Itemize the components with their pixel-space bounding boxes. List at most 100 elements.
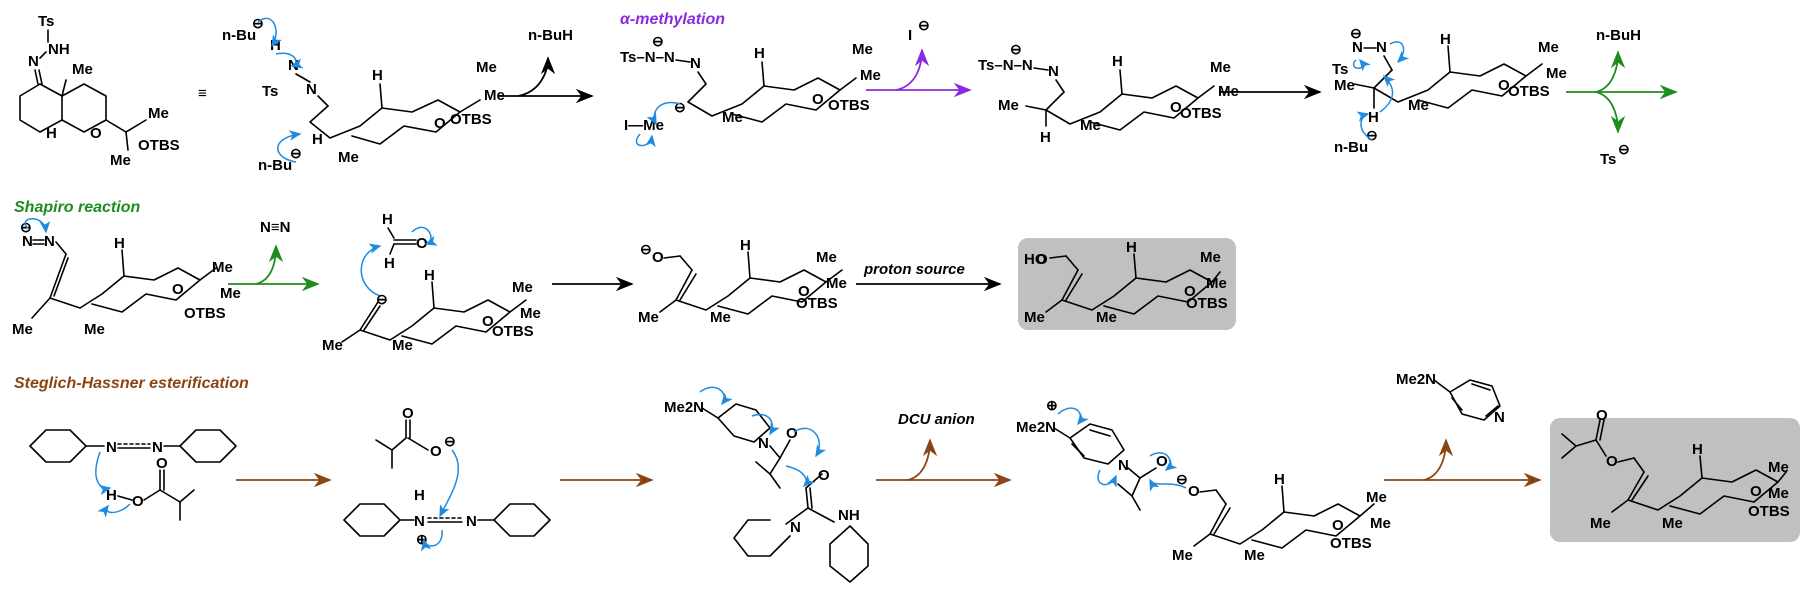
structure-vinyl-anion-formaldehyde: H O H ⊖ Me H O Me Me Me OTBS [322, 211, 541, 354]
o-label: O [818, 467, 830, 484]
o-label: O [482, 313, 494, 330]
me-label: Me [338, 149, 359, 166]
me-label: Me [212, 259, 233, 276]
me-label: Me [512, 279, 533, 296]
otbs-label: OTBS [184, 305, 226, 322]
me-label: Me [476, 59, 497, 76]
me-label: Me [826, 275, 847, 292]
o-label: O [90, 125, 102, 142]
me-label: Me [1768, 485, 1789, 502]
o-label: O [1170, 99, 1182, 116]
o-label: O [786, 425, 798, 442]
nbu-label: n-Bu [222, 27, 256, 44]
n-label: N [1048, 63, 1059, 80]
structure-tosylhydrazone: Ts NH N Me O H Me Me OTBS [19, 13, 180, 169]
structure-alkoxide: ⊖ O Me H O Me Me Me OTBS [638, 237, 847, 326]
o-label: O [812, 91, 824, 108]
svg-text:⊕: ⊕ [1046, 397, 1058, 413]
h-label: H [46, 125, 57, 142]
me-label: Me [1172, 547, 1193, 564]
me-label: Me [1370, 515, 1391, 532]
o-label: O [172, 281, 184, 298]
me-label: Me [72, 61, 93, 78]
o-label: O [156, 455, 168, 472]
me-label: Me [322, 337, 343, 354]
i-me-label: I—Me [624, 117, 664, 134]
svg-text:⊖: ⊖ [1618, 141, 1630, 157]
structure-vinyl-diazene: ⊖ N N Me H O Me Me Me OTBS [12, 218, 241, 338]
o-label: O [798, 283, 810, 300]
me-label: Me [1206, 275, 1227, 292]
product-allylic-alcohol-box: HO O Me H O Me Me Me OTBS [1018, 238, 1236, 330]
me-label: Me [1768, 459, 1789, 476]
o-label: O [434, 115, 446, 132]
structure-acylpyridinium-alkoxide: ⊕ Me2N N O ⊖ O Me H O Me Me Me OTBS [1016, 397, 1391, 564]
me-label: Me [392, 337, 413, 354]
dmap-label: Me2N [1016, 419, 1056, 436]
reagent-ts-anion: Ts [1600, 151, 1616, 168]
section-steglich: Steglich-Hassner esterification [14, 375, 249, 392]
svg-text:⊖: ⊖ [20, 219, 32, 235]
nbu-label: n-Bu [258, 157, 292, 174]
structure-anion-methylation: Ts–N–N ⊖ N ⊖ H O Me Me Me OTBS I—Me [620, 33, 881, 148]
ts-label: Ts [38, 13, 54, 30]
svg-text:⊖: ⊖ [1366, 127, 1378, 143]
dmap-label: Me2N [664, 399, 704, 416]
me-label: Me [84, 321, 105, 338]
h-label: H [114, 235, 125, 252]
product-ester-box: O O Me H O Me Me Me OTBS [1550, 407, 1800, 542]
me-label: Me [520, 305, 541, 322]
nbu-label: n-Bu [1334, 139, 1368, 156]
otbs-label: OTBS [1748, 503, 1790, 520]
h-label: H [1112, 53, 1123, 70]
n-label: N [106, 439, 117, 456]
o-label: O [402, 405, 414, 422]
me-label: Me [220, 285, 241, 302]
h-label: H [1126, 239, 1137, 256]
otbs-label: OTBS [796, 295, 838, 312]
nh-label: NH [838, 507, 860, 524]
structure-methylated-anion: Ts–N–N ⊖ N Me H H O Me Me Me OTBS [978, 41, 1239, 146]
svg-text:⊖: ⊖ [376, 291, 388, 307]
o-label: O [430, 443, 442, 460]
otbs-label: OTBS [450, 111, 492, 128]
structure-dmap-acyl-urea: Me2N N O O N NH [664, 386, 869, 583]
o-label: O [1606, 453, 1618, 470]
n-label: N [790, 519, 801, 536]
me-label: Me [1244, 547, 1265, 564]
n-label: N [1118, 457, 1129, 474]
structure-dcc-acid: N N H O O [29, 429, 237, 521]
n-label: N [466, 513, 477, 530]
o-label: O [1596, 407, 1608, 424]
n-label: N [22, 233, 33, 250]
equiv-sign: ≡ [198, 85, 207, 102]
reagent-proton-source: proton source [863, 261, 965, 278]
n-label: N [152, 439, 163, 456]
svg-text:⊖: ⊖ [444, 433, 456, 449]
me-label: Me [1096, 309, 1117, 326]
n-label: N [414, 513, 425, 530]
me-label: Me [1080, 117, 1101, 134]
h-label: H [1440, 31, 1451, 48]
h-label: H [382, 211, 393, 228]
o-label: O [132, 493, 144, 510]
svg-text:⊖: ⊖ [918, 17, 930, 33]
structure-dianion-formation: ⊖ N N Ts Me H H O Me Me Me OTBS n-Bu ⊖ [1332, 25, 1567, 156]
o-label: O [1750, 483, 1762, 500]
me-label: Me [998, 97, 1019, 114]
reagent-nbuh: n-BuH [528, 27, 573, 44]
h-label: H [754, 45, 765, 62]
me-label: Me [1024, 309, 1045, 326]
n-label: N [758, 435, 769, 452]
h-label: H [740, 237, 751, 254]
svg-text:⊖: ⊖ [640, 241, 652, 257]
n-label: N [690, 55, 701, 72]
me-label: Me [1210, 59, 1231, 76]
o-label: O [1332, 517, 1344, 534]
me-label: Me [852, 41, 873, 58]
h-label: H [312, 131, 323, 148]
me-label: Me [12, 321, 33, 338]
reagent-nbuh: n-BuH [1596, 27, 1641, 44]
h-label: H [1040, 129, 1051, 146]
